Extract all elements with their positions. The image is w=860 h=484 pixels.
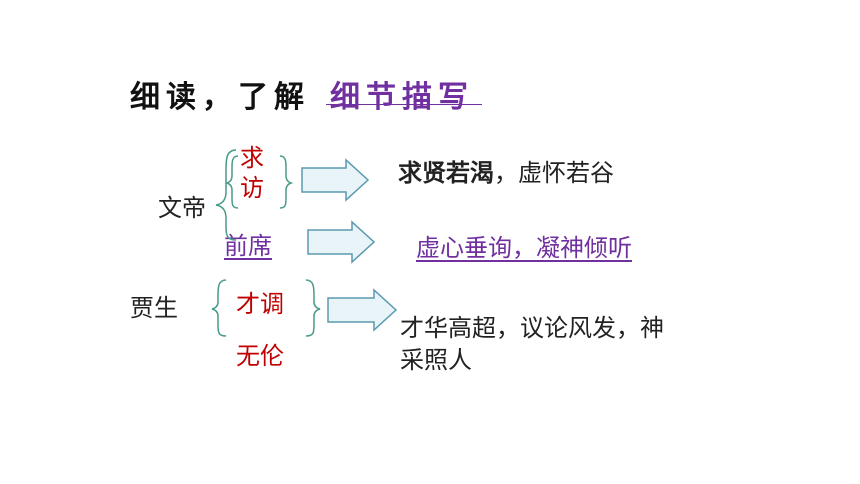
title-prefix: 细读，了解 xyxy=(130,80,310,115)
right-arrow-icon xyxy=(301,158,370,202)
jiasheng-item1: 才调 xyxy=(236,290,284,318)
right-arrow-icon xyxy=(307,220,376,264)
emperor-desc2-link[interactable]: 虚心垂询，凝神倾听 xyxy=(416,234,632,262)
left-brace-icon xyxy=(211,279,227,337)
title-accent: 细节描写 xyxy=(330,80,474,115)
right-brace-icon xyxy=(305,279,321,337)
jiasheng-desc-line2: 采照人 xyxy=(400,346,472,374)
emperor-item1-line1: 求 xyxy=(240,144,264,172)
left-brace-icon xyxy=(215,149,237,241)
jiasheng-name: 贾生 xyxy=(130,294,178,322)
emperor-item2-link[interactable]: 前席 xyxy=(224,232,272,260)
emperor-item1-line2: 访 xyxy=(240,174,264,202)
emperor-desc1-bold: 求贤若渴 xyxy=(398,159,494,187)
right-brace-icon xyxy=(279,155,294,209)
right-arrow-icon xyxy=(327,288,398,332)
left-brace-icon xyxy=(224,155,239,209)
emperor-name: 文帝 xyxy=(158,194,206,222)
jiasheng-item2: 无伦 xyxy=(236,342,284,370)
emperor-desc1-rest: ，虚怀若谷 xyxy=(494,159,614,187)
title-underline xyxy=(326,104,482,105)
jiasheng-desc-line1: 才华高超，议论风发，神 xyxy=(400,314,664,342)
emperor-desc1: 求贤若渴，虚怀若谷 xyxy=(398,153,614,188)
